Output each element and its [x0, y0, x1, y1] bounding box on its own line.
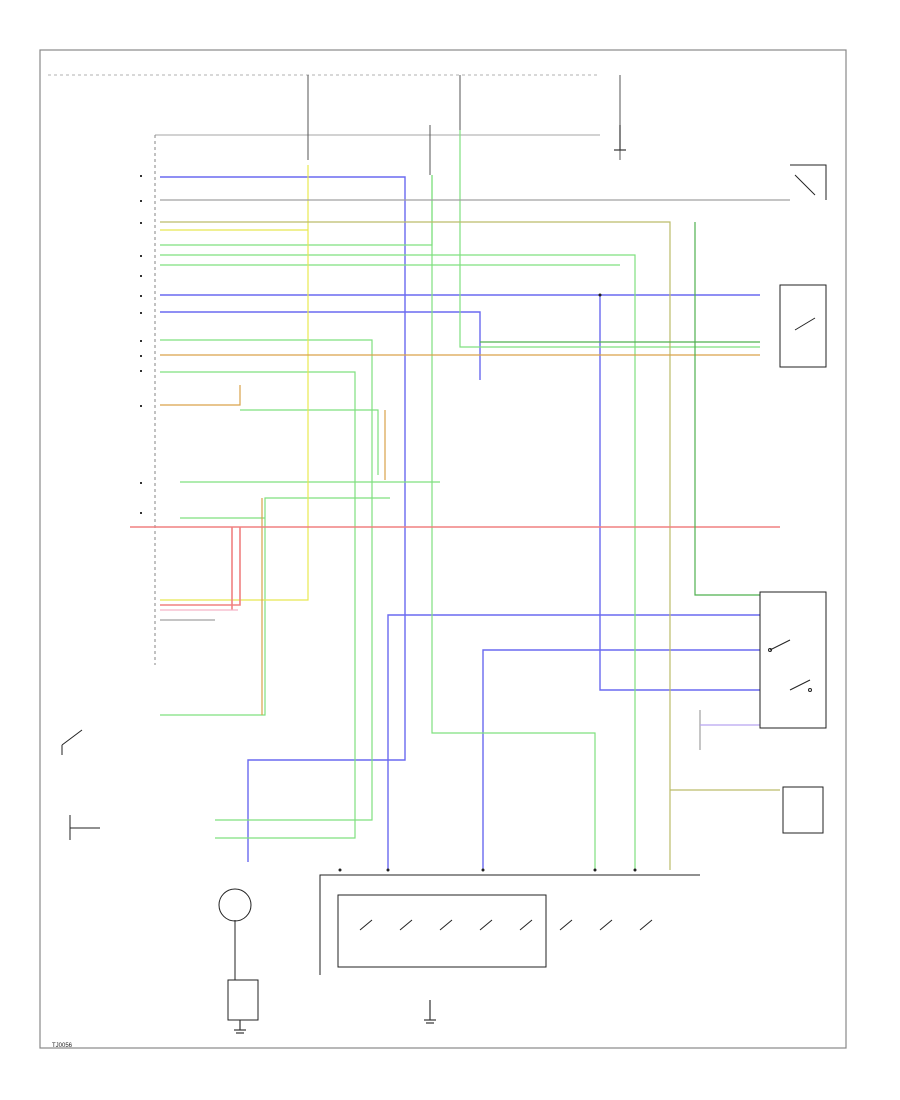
switch-symbol: [768, 639, 812, 692]
wire-olive: [160, 221, 780, 870]
switch-assembly-inner: [337, 894, 547, 968]
wire-green: [160, 130, 760, 870]
wire-red: [130, 526, 780, 610]
range-switch-box: [759, 591, 827, 729]
diagram-code: TJ0056: [52, 1043, 73, 1049]
left-switch-symbol: [61, 729, 100, 840]
diagram-frame: [39, 49, 847, 1049]
wire-blue: [160, 176, 760, 870]
switch-assembly-frame: [319, 874, 700, 975]
relay-contact: [790, 164, 827, 331]
module-pins: [140, 175, 142, 514]
sensor-box-right: [782, 786, 824, 834]
wire-gray: [160, 199, 790, 750]
relay-box-right: [779, 284, 827, 368]
connector-symbol: [338, 293, 637, 872]
switch-contacts: [359, 919, 653, 931]
wire-orange: [160, 354, 760, 715]
fuse-feeds: [307, 75, 621, 175]
wire-darkgreen: [480, 222, 760, 596]
sensor-bottom-left: [218, 888, 259, 1021]
ground-symbol: [234, 125, 626, 1034]
wire-yellow: [160, 165, 309, 601]
